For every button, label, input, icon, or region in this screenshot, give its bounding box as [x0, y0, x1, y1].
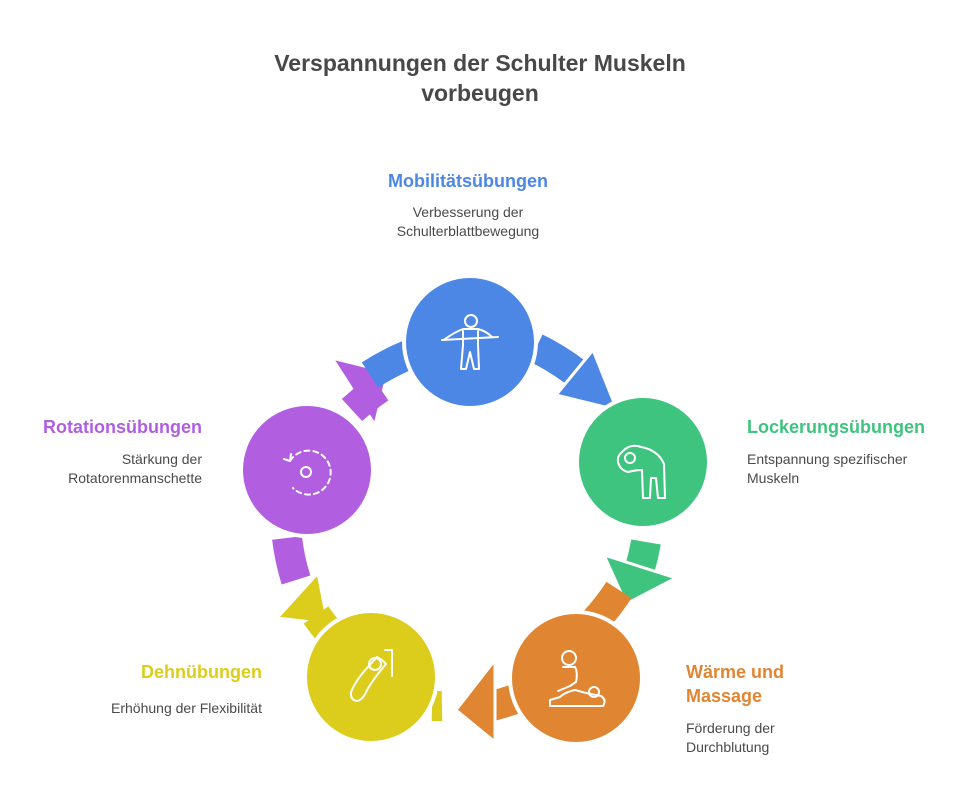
page-title: Verspannungen der Schulter Muskeln vorbe…	[230, 48, 730, 108]
desc-lockerung: Entspannung spezifischer Muskeln	[747, 451, 908, 486]
arrowhead-orange	[454, 658, 497, 744]
node-rotation	[239, 402, 375, 538]
massage-icon	[549, 650, 606, 707]
node-mobilitaet	[402, 274, 538, 410]
title-line-1: Verspannungen der Schulter Muskeln	[274, 50, 686, 76]
desc-waerme: Förderung der Durchblutung	[686, 720, 775, 755]
arc-blue-in	[361, 341, 415, 388]
arrowhead-blue	[554, 348, 619, 412]
arc-blue	[529, 334, 585, 385]
label-lockerung: Lockerungsübungen	[747, 417, 926, 437]
label-mobilitaet: Mobilitätsübungen	[388, 171, 548, 191]
arrowhead-green	[602, 553, 678, 606]
node-dehnung	[303, 609, 439, 745]
node-waerme	[508, 610, 644, 746]
label-waerme: Wärme und Massage	[686, 662, 785, 706]
desc-rotation: Stärkung der Rotatorenmanschette	[68, 451, 202, 486]
node-lockerung	[575, 394, 711, 530]
desc-dehnung: Erhöhung der Flexibilität	[111, 700, 262, 716]
title-line-2: vorbeugen	[421, 80, 539, 106]
rotation-icon	[283, 449, 332, 496]
arrowhead-yellow	[275, 571, 330, 626]
desc-mobilitaet: Verbesserung der Schulterblattbewegung	[396, 204, 540, 239]
stretching-person-icon	[349, 649, 393, 702]
arc-green	[625, 539, 661, 573]
arc-purple-2	[341, 375, 389, 422]
label-dehnung: Dehnübungen	[141, 662, 262, 682]
label-rotation: Rotationsübungen	[43, 417, 202, 437]
arc-purple	[272, 535, 311, 585]
person-with-stick-icon	[441, 314, 499, 370]
bending-person-icon	[616, 444, 666, 499]
